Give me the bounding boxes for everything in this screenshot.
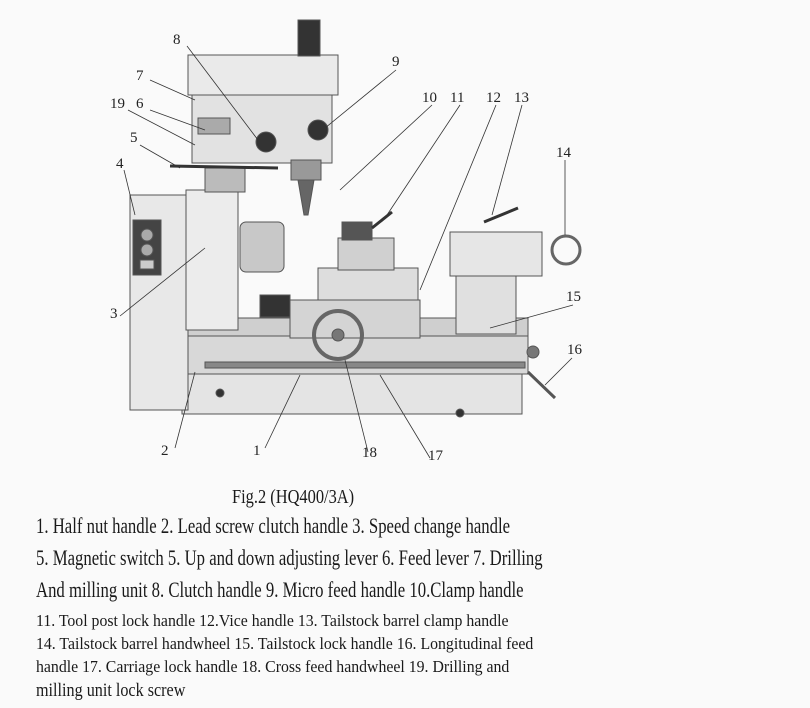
callout-17: 17 bbox=[428, 448, 444, 464]
callout-15: 15 bbox=[566, 289, 581, 305]
legend-line-3: And milling unit 8. Clutch handle 9. Mic… bbox=[36, 577, 524, 602]
legend-line-5: 14. Tailstock barrel handwheel 15. Tails… bbox=[36, 634, 534, 653]
callout-1: 1 bbox=[253, 443, 261, 459]
legend-line-2: 5. Magnetic switch 5. Up and down adjust… bbox=[36, 545, 543, 570]
callout-numbers: 8 9 7 10 11 12 13 19 6 5 14 4 15 3 16 2 … bbox=[110, 32, 583, 464]
callout-6: 6 bbox=[136, 96, 144, 112]
legend-line-1: 1. Half nut handle 2. Lead screw clutch … bbox=[36, 513, 511, 538]
machine-drawing bbox=[129, 19, 582, 418]
callout-11: 11 bbox=[450, 90, 464, 106]
callout-18: 18 bbox=[362, 445, 377, 461]
figure-caption: Fig.2 (HQ400/3A) bbox=[232, 486, 355, 508]
leader-lines bbox=[119, 45, 574, 459]
legend-line-6: handle 17. Carriage lock handle 18. Cros… bbox=[36, 657, 510, 676]
callout-5: 5 bbox=[130, 130, 138, 146]
callout-14: 14 bbox=[556, 145, 572, 161]
callout-13: 13 bbox=[514, 90, 529, 106]
callout-16: 16 bbox=[567, 342, 583, 358]
callout-12: 12 bbox=[486, 90, 501, 106]
machine-illustration: 8 9 7 10 11 12 13 19 6 5 14 4 15 3 16 2 … bbox=[110, 19, 583, 464]
callout-19: 19 bbox=[110, 96, 125, 112]
callout-9: 9 bbox=[392, 54, 400, 70]
legend-line-7: milling unit lock screw bbox=[36, 680, 186, 701]
callout-3: 3 bbox=[110, 306, 118, 322]
legend-line-4: 11. Tool post lock handle 12.Vice handle… bbox=[36, 611, 509, 630]
callout-7: 7 bbox=[136, 68, 144, 84]
callout-4: 4 bbox=[116, 156, 124, 172]
callout-8: 8 bbox=[173, 32, 181, 48]
callout-2: 2 bbox=[161, 443, 169, 459]
callout-10: 10 bbox=[422, 90, 437, 106]
